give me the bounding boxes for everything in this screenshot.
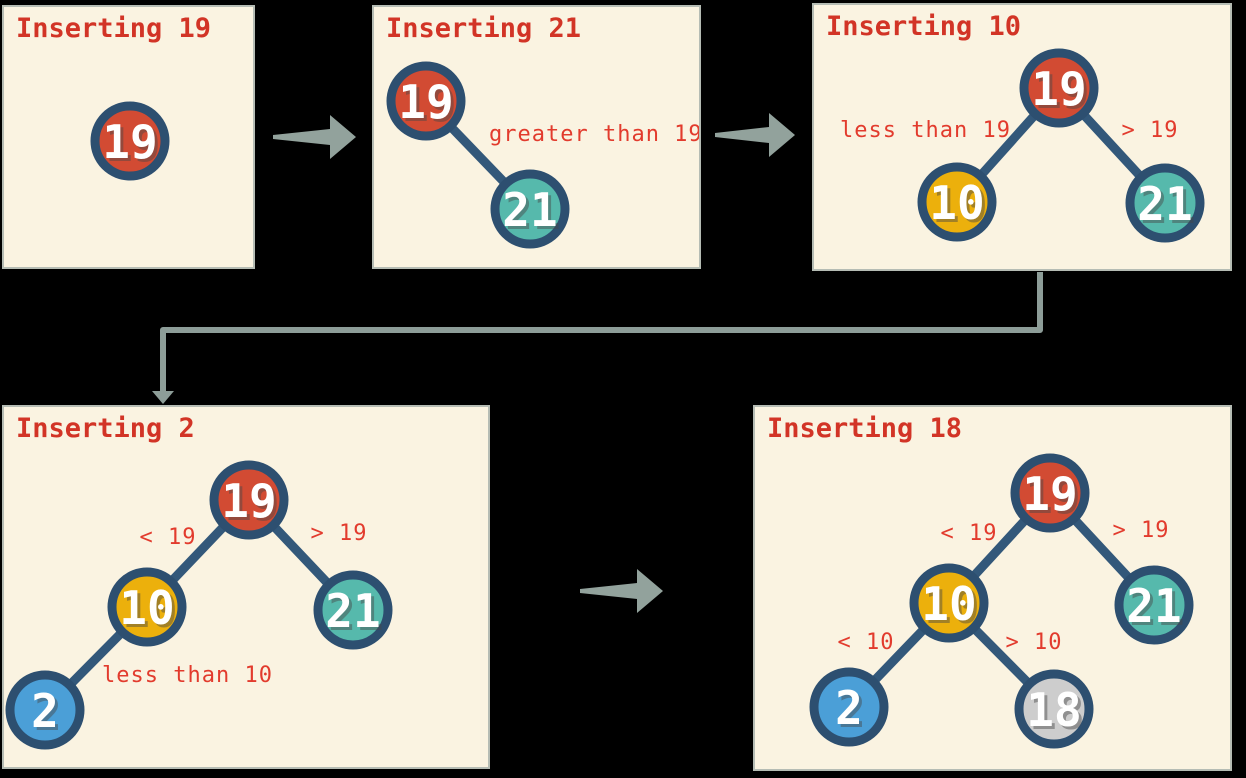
- node-number: 21: [1137, 177, 1192, 231]
- elbow-arrow-step3-to-step4-head-icon: [152, 391, 174, 404]
- node-number-shadow: 10: [932, 179, 987, 233]
- comparison-label: < 19: [140, 525, 197, 550]
- node-number-shadow: 21: [1140, 180, 1195, 234]
- red-circle: [209, 460, 289, 540]
- node-number: 10: [921, 577, 976, 631]
- comparison-label: > 19: [311, 521, 368, 546]
- node-number-shadow: 18: [1029, 686, 1084, 740]
- node-number: 19: [1022, 467, 1077, 521]
- arrow-step2-to-step3-icon: [715, 113, 795, 157]
- node-number-shadow: 19: [224, 477, 279, 531]
- red-circle: [1010, 453, 1090, 533]
- gray-circle: [1014, 669, 1094, 749]
- comparison-label: < 19: [941, 521, 998, 546]
- tree-node-2: 22: [5, 670, 85, 750]
- comparison-label: less than 19: [840, 118, 1011, 143]
- node-number: 19: [102, 115, 157, 169]
- node-number-shadow: 19: [1034, 65, 1089, 119]
- comparison-label: greater than 19: [489, 122, 699, 147]
- node-number-shadow: 21: [1129, 582, 1184, 636]
- node-number: 21: [1126, 579, 1181, 633]
- node-number: 19: [398, 75, 453, 129]
- node-number: 19: [221, 474, 276, 528]
- arrow-step4-to-step5-icon: [580, 569, 663, 613]
- blue-circle: [809, 667, 889, 747]
- node-number-shadow: 10: [122, 584, 177, 638]
- comparison-label: > 19: [1122, 118, 1179, 143]
- panel-title: Inserting 19: [16, 13, 212, 44]
- panel-title: Inserting 18: [767, 413, 963, 444]
- node-number: 2: [835, 681, 863, 735]
- node-number-shadow: 2: [34, 687, 62, 741]
- node-number-shadow: 21: [328, 587, 383, 641]
- arrow-step1-to-step2-icon: [273, 115, 356, 159]
- node-number-shadow: 19: [401, 78, 456, 132]
- comparison-label: > 10: [1006, 630, 1063, 655]
- node-number: 10: [929, 176, 984, 230]
- elbow-arrow-step3-to-step4: [160, 272, 1043, 391]
- yellow-circle: [107, 567, 187, 647]
- node-number: 21: [502, 183, 557, 237]
- teal-circle: [313, 570, 393, 650]
- teal-circle: [1125, 163, 1205, 243]
- node-number: 10: [119, 581, 174, 635]
- teal-circle: [1114, 565, 1194, 645]
- yellow-circle: [917, 162, 997, 242]
- red-circle: [386, 61, 466, 141]
- yellow-circle: [909, 563, 989, 643]
- panel-title: Inserting 21: [386, 13, 582, 44]
- red-circle: [1019, 48, 1099, 128]
- node-number: 21: [325, 584, 380, 638]
- tree-node-2: 22: [809, 667, 889, 747]
- node-number-shadow: 19: [105, 118, 160, 172]
- comparison-label: > 19: [1113, 518, 1170, 543]
- node-number-shadow: 2: [838, 684, 866, 738]
- node-number-shadow: 19: [1025, 470, 1080, 524]
- node-number: 19: [1031, 62, 1086, 116]
- node-number-shadow: 10: [924, 580, 979, 634]
- panel-title: Inserting 10: [826, 11, 1022, 42]
- comparison-label: less than 10: [102, 663, 273, 688]
- teal-circle: [490, 169, 570, 249]
- node-number: 2: [31, 684, 59, 738]
- red-circle: [90, 101, 170, 181]
- comparison-label: < 10: [838, 630, 895, 655]
- node-number: 18: [1026, 683, 1081, 737]
- blue-circle: [5, 670, 85, 750]
- node-number-shadow: 21: [505, 186, 560, 240]
- panel-title: Inserting 2: [16, 413, 195, 444]
